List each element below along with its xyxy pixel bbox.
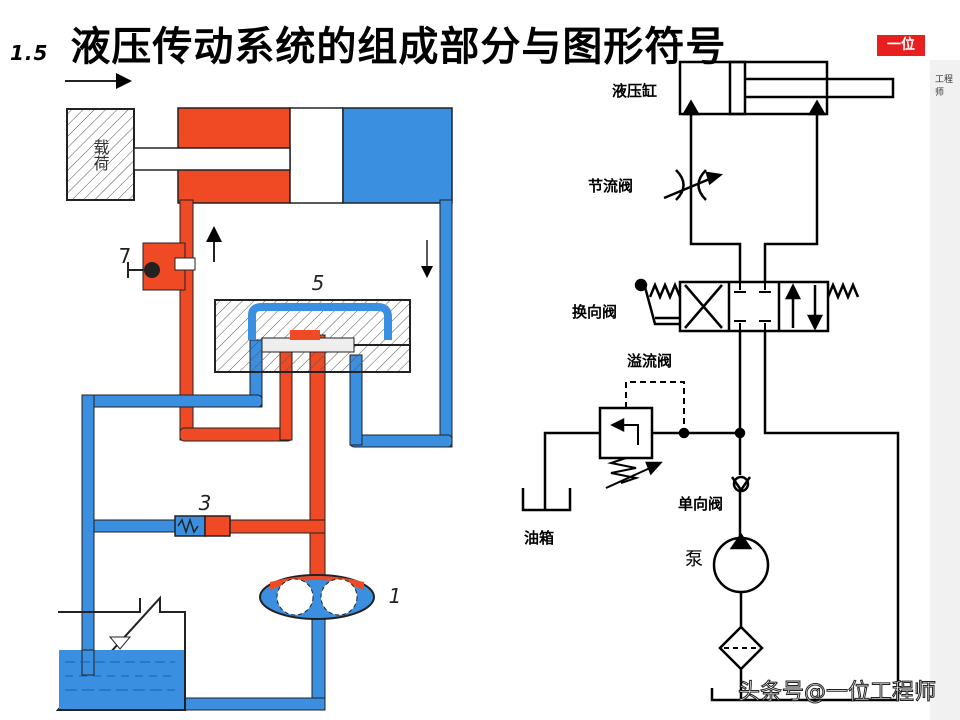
relief-valve-symbol xyxy=(598,406,654,460)
label-pump: 泵 xyxy=(685,549,703,570)
gear-right xyxy=(320,578,358,616)
schematic-labels: 液压缸 节流阀 换向阀 溢流阀 单向阀 泵 油箱 xyxy=(524,82,723,570)
section-number: 1.5 xyxy=(10,41,49,65)
valve-7-knob xyxy=(144,262,160,278)
title-text: 液压传动系统的组成部分与图形符号 xyxy=(70,23,727,70)
label-throttle-valve: 节流阀 xyxy=(588,177,633,195)
cylinder-symbol xyxy=(678,60,829,116)
level-mark xyxy=(108,636,132,650)
label-check-valve: 单向阀 xyxy=(678,495,723,513)
label-directional-valve: 换向阀 xyxy=(572,303,617,321)
label-1: 1 xyxy=(389,584,402,608)
piston xyxy=(289,107,344,204)
slide-title: 1.5 液压传动系统的组成部分与图形符号 xyxy=(10,14,726,72)
throttle-valve-symbol xyxy=(663,169,724,201)
label-5: 5 xyxy=(312,271,325,295)
hydraulic-schematic xyxy=(521,60,900,702)
oil xyxy=(59,650,184,709)
tank-symbol xyxy=(521,488,572,512)
load-label: 载荷 xyxy=(91,139,110,172)
label-7: 7 xyxy=(119,244,132,268)
corner-tag: 工程师 xyxy=(935,75,954,98)
valve-5-spool xyxy=(261,337,355,353)
label-cylinder: 液压缸 xyxy=(612,82,657,100)
side-strip xyxy=(930,60,960,720)
return-lines xyxy=(81,199,453,711)
cylinder-return-chamber xyxy=(342,107,453,204)
gear-left xyxy=(276,578,314,616)
watermark: 头条号@一位工程师 xyxy=(737,680,937,706)
check-valve-symbol xyxy=(730,475,752,493)
pictorial-hydraulic-system: 载荷 xyxy=(55,73,453,711)
label-tank: 油箱 xyxy=(524,529,554,547)
logo-badge: 一位 xyxy=(877,35,925,56)
piston-rod xyxy=(133,147,291,171)
label-3: 3 xyxy=(199,491,212,515)
directional-valve-symbol xyxy=(634,278,860,333)
label-relief-valve: 溢流阀 xyxy=(627,352,672,370)
